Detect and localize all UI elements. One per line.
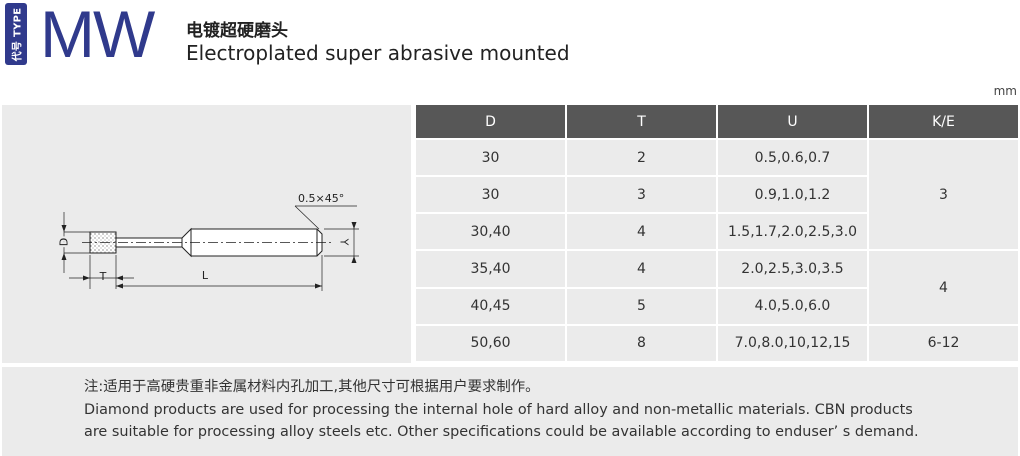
- cell-u: 4.0,5.0,6.0: [716, 286, 869, 326]
- table-row: 30 2 0.5,0.6,0.7 3: [414, 137, 1020, 252]
- cell-u: 2.0,2.5,3.0,3.5: [716, 249, 869, 289]
- note-english-line-2: are suitable for processing alloy steels…: [84, 424, 919, 440]
- title-chinese: 电镀超硬磨头: [186, 21, 288, 41]
- note-section: 注:适用于高硬贵重非金属材料内孔加工,其他尺寸可根据用户要求制作。 Diamon…: [2, 367, 1018, 456]
- table-row: 35,40 4 2.0,2.5,3.0,3.5 4: [414, 249, 1020, 326]
- cell-u: 0.9,1.0,1.2: [716, 175, 869, 215]
- spec-table: D T U K/E 30 2 0.5,0.6,0.7 3 30 3 0.9,1.…: [414, 105, 1020, 364]
- cell-d: 30: [414, 137, 567, 178]
- cell-d: 35,40: [414, 249, 567, 289]
- cell-ke: 3: [867, 137, 1020, 252]
- table-row: 30 3 0.9,1.0,1.2: [414, 175, 1019, 215]
- note-english-line-1: Diamond products are used for processing…: [84, 401, 913, 418]
- tool-drawing: D T L Y 0.5×45°: [56, 192, 359, 291]
- cell-u: 0.5,0.6,0.7: [716, 137, 869, 178]
- column-header-ke: K/E: [867, 105, 1020, 139]
- type-badge-label: 代号 TYPE: [12, 7, 24, 61]
- dimension-l-label: L: [202, 269, 209, 282]
- cell-d: 50,60: [414, 323, 567, 364]
- table-header-row: D T U K/E: [414, 105, 1020, 139]
- cell-t: 4: [565, 212, 718, 252]
- cell-ke: 6-12: [867, 323, 1020, 364]
- chamfer-label: 0.5×45°: [298, 192, 344, 205]
- cell-t: 8: [565, 323, 718, 364]
- type-badge: 代号 TYPE: [5, 3, 27, 65]
- cell-u: 7.0,8.0,10,12,15: [716, 323, 869, 364]
- note-chinese: 注:适用于高硬贵重非金属材料内孔加工,其他尺寸可根据用户要求制作。: [84, 379, 540, 395]
- cell-d: 30,40: [414, 212, 567, 252]
- cell-d: 40,45: [414, 286, 567, 326]
- cell-t: 2: [565, 137, 718, 178]
- dimension-d-label: D: [58, 238, 71, 246]
- cell-u: 1.5,1.7,2.0,2.5,3.0: [716, 212, 869, 252]
- cell-t: 5: [565, 286, 718, 326]
- column-header-t: T: [565, 105, 718, 139]
- cell-t: 4: [565, 249, 718, 289]
- technical-drawing: D T L Y 0.5×45°: [2, 105, 411, 363]
- column-header-u: U: [716, 105, 869, 139]
- dimension-t-label: T: [99, 270, 107, 283]
- unit-label: mm: [993, 84, 1017, 98]
- table-row: 50,60 8 7.0,8.0,10,12,15 6-12: [414, 323, 1020, 364]
- cell-d: 30: [414, 175, 567, 215]
- dimension-y-label: Y: [338, 238, 351, 246]
- title-english: Electroplated super abrasive mounted: [186, 41, 570, 65]
- table-row: 30,40 4 1.5,1.7,2.0,2.5,3.0: [414, 212, 1019, 252]
- product-code-logo: MW: [40, 0, 155, 71]
- column-header-d: D: [414, 105, 567, 139]
- cell-t: 3: [565, 175, 718, 215]
- cell-ke: 4: [867, 249, 1020, 326]
- table-row: 40,45 5 4.0,5.0,6.0: [414, 286, 1019, 326]
